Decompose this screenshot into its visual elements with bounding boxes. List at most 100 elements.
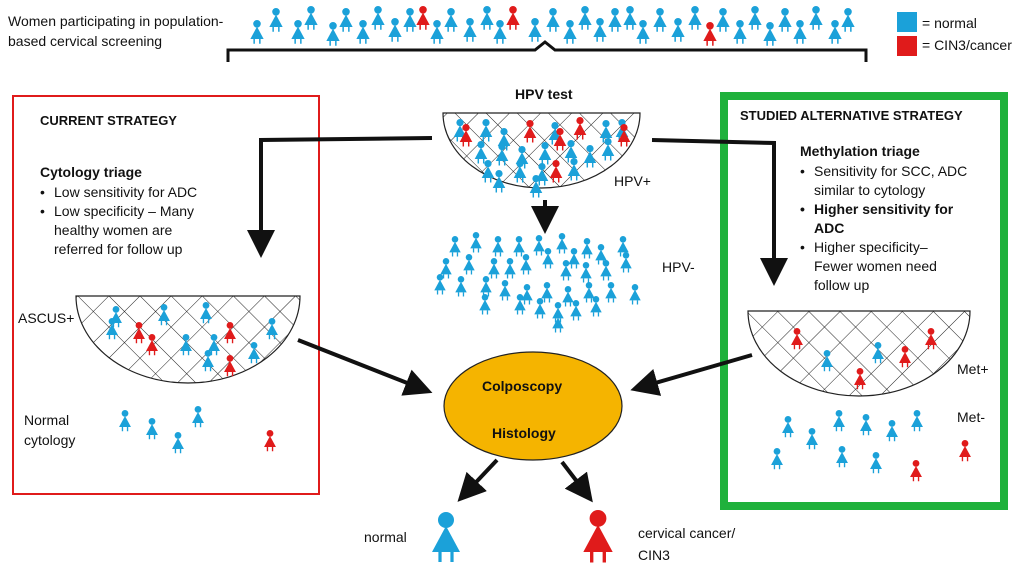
normal-woman-icon <box>371 6 385 30</box>
methylation-triage-heading: Methylation triage <box>800 143 920 159</box>
normal-woman-icon <box>567 158 581 181</box>
normal-woman-icon <box>590 296 602 317</box>
normal-woman-icon <box>763 22 777 46</box>
normal-woman-icon <box>793 20 807 44</box>
normal-woman-icon <box>688 6 702 30</box>
cancer-woman-icon <box>224 355 236 377</box>
normal-woman-icon <box>541 282 553 303</box>
normal-woman-icon <box>552 312 564 333</box>
normal-woman-icon <box>748 6 762 30</box>
cancer-woman-icon <box>553 128 567 151</box>
population-label-line1: Women participating in population- <box>8 13 224 29</box>
legend-normal-swatch <box>897 12 917 32</box>
normal-woman-icon <box>388 18 402 42</box>
normal-cytology-label-line2: cytology <box>24 432 76 448</box>
normal-woman-icon <box>520 254 532 275</box>
outcome-cancer-label-line1: cervical cancer/ <box>638 525 736 541</box>
alternative-strategy-title: STUDIED ALTERNATIVE STRATEGY <box>740 108 963 123</box>
normal-woman-icon <box>870 452 882 474</box>
normal-woman-icon <box>578 6 592 30</box>
normal-woman-icon <box>605 282 617 303</box>
cytology-bullet: Low sensitivity for ADC <box>38 183 197 202</box>
cancer-woman-icon <box>959 440 971 462</box>
normal-woman-icon <box>470 232 482 253</box>
normal-woman-icon <box>480 6 494 30</box>
current-strategy-title: CURRENT STRATEGY <box>40 113 177 128</box>
normal-woman-icon <box>608 8 622 32</box>
normal-woman-icon <box>581 238 593 259</box>
normal-woman-icon <box>432 512 460 562</box>
normal-woman-icon <box>841 8 855 32</box>
arrow-hpv-to-cytology <box>247 136 433 258</box>
normal-woman-icon <box>636 20 650 44</box>
normal-woman-icon <box>434 274 446 295</box>
normal-woman-icon <box>192 406 204 428</box>
bullet-text: Fewer women need <box>814 258 937 274</box>
normal-woman-icon <box>479 294 491 315</box>
cancer-woman-icon <box>416 6 430 30</box>
cancer-woman-icon <box>910 460 922 482</box>
normal-woman-icon <box>403 8 417 32</box>
normal-woman-icon <box>833 410 845 432</box>
normal-woman-icon <box>546 8 560 32</box>
bullet-text: healthy women are <box>54 222 173 238</box>
bullet-text: Low sensitivity for ADC <box>54 184 198 200</box>
normal-woman-icon <box>583 282 595 303</box>
normal-woman-icon <box>356 20 370 44</box>
bullet-text: Higher specificity– <box>814 239 928 255</box>
legend-cancer-swatch <box>897 36 917 56</box>
normal-woman-icon <box>601 138 615 161</box>
normal-woman-icon <box>304 6 318 30</box>
normal-woman-icon <box>570 300 582 321</box>
colposcopy-histology-ellipse <box>443 351 623 461</box>
bullet-text: Sensitivity for SCC, ADC <box>814 163 968 179</box>
normal-woman-icon <box>499 280 511 301</box>
current-strategy-box <box>12 95 320 495</box>
normal-woman-icon <box>449 236 461 257</box>
normal-woman-icon <box>513 160 527 183</box>
cancer-woman-icon <box>523 120 537 143</box>
normal-woman-icon <box>562 286 574 307</box>
normal-woman-icon <box>492 236 504 257</box>
arrow-colposcopy-to-normal <box>457 458 499 502</box>
normal-woman-icon <box>266 318 278 340</box>
cancer-woman-icon <box>925 328 937 350</box>
normal-woman-icon <box>828 20 842 44</box>
cancer-woman-icon <box>506 6 520 30</box>
normal-woman-icon <box>872 342 884 364</box>
cancer-woman-icon <box>573 117 587 140</box>
normal-woman-icon <box>463 18 477 42</box>
normal-woman-icon <box>492 170 506 193</box>
normal-woman-icon <box>911 410 923 432</box>
normal-woman-icon <box>514 294 526 315</box>
normal-woman-icon <box>821 350 833 372</box>
normal-woman-icon <box>593 18 607 42</box>
legend-normal-label: = normal <box>922 15 977 31</box>
histology-label: Histology <box>492 425 556 441</box>
normal-woman-icon <box>521 284 533 305</box>
normal-woman-icon <box>480 276 492 297</box>
normal-woman-icon <box>580 262 592 283</box>
normal-woman-icon <box>339 8 353 32</box>
cancer-woman-icon <box>617 124 631 147</box>
normal-woman-icon <box>771 448 783 470</box>
hpv-test-label: HPV test <box>515 86 573 102</box>
cancer-woman-icon <box>549 160 563 183</box>
arrow-ascus-to-colposcopy <box>297 338 433 396</box>
normal-woman-icon <box>106 318 118 340</box>
normal-woman-icon <box>623 6 637 30</box>
normal-woman-icon <box>563 20 577 44</box>
normal-woman-icon <box>269 8 283 32</box>
normal-woman-icon <box>733 20 747 44</box>
cancer-woman-icon <box>133 322 145 344</box>
arrow-met-to-colposcopy <box>630 353 753 396</box>
normal-woman-icon <box>529 175 543 198</box>
bullet-text: Higher sensitivity for <box>814 201 954 217</box>
cytology-bullets: Low sensitivity for ADC Low specificity … <box>38 183 197 259</box>
bullet-text: ADC <box>814 220 845 236</box>
cancer-woman-icon <box>264 430 276 452</box>
